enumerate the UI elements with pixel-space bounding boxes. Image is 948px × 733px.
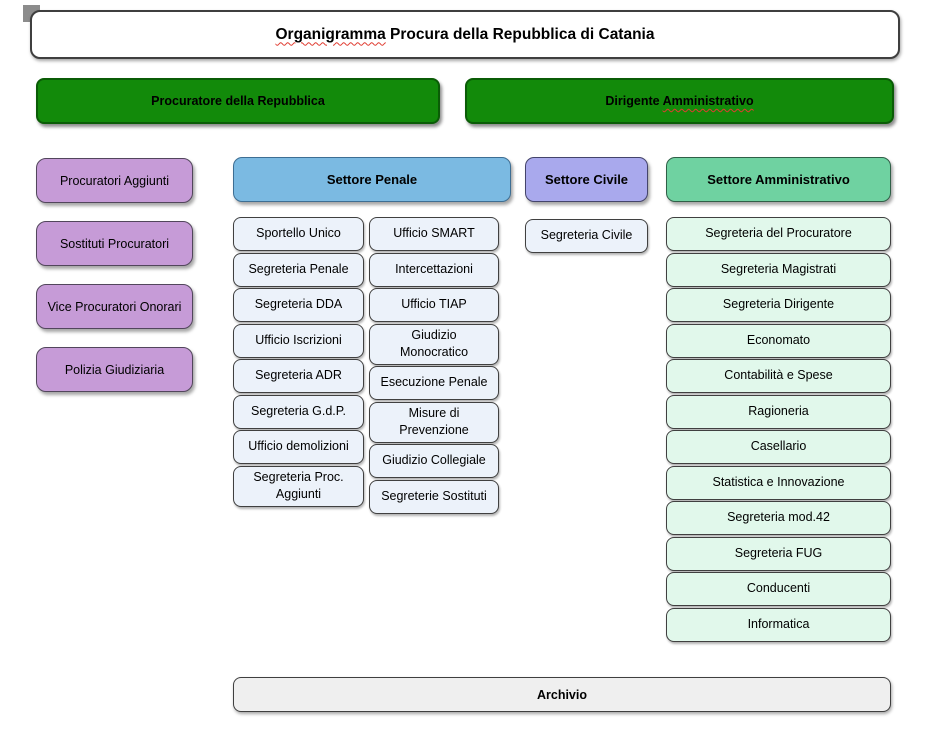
node-label: Casellario	[750, 439, 807, 454]
node-label: Segreteria DDA	[254, 297, 343, 312]
node-label: Archivio	[536, 687, 587, 702]
left-column-node: Procuratori Aggiunti	[36, 158, 193, 203]
node-label: Esecuzione Penale	[380, 375, 488, 390]
node-label: Sportello Unico	[256, 226, 341, 241]
node-label: Segreteria Dirigente	[722, 297, 835, 312]
node-label: Procuratore della Repubblica	[151, 94, 325, 108]
settore-amministrativo-node: Casellario	[666, 430, 891, 464]
settore-penale-node: Misure di Prevenzione	[369, 401, 499, 443]
settore-penale-column-left: Sportello Unico Segreteria Penale Segret…	[233, 217, 364, 507]
settore-civile-node: Segreteria Civile	[525, 219, 648, 253]
node-label: Ufficio TIAP	[401, 297, 467, 312]
node-label: Segreteria FUG	[734, 545, 823, 560]
chart-title-marked-word: Organigramma	[275, 25, 386, 43]
settore-amministrativo-column: Segreteria del Procuratore Segreteria Ma…	[666, 217, 891, 642]
settore-amministrativo-node: Conducenti	[666, 572, 891, 606]
settore-amministrativo-node: Segreteria Magistrati	[666, 252, 891, 287]
node-dirigente-amministrativo: Dirigente Amministrativo	[465, 78, 894, 124]
settore-penale-node: Ufficio demolizioni	[233, 430, 364, 464]
node-label: Conducenti	[746, 581, 811, 596]
settore-penale-node: Giudizio Monocratico	[369, 323, 499, 365]
settore-amministrativo-node: Segreteria Dirigente	[666, 288, 891, 322]
node-label: Segreteria Proc. Aggiunti	[253, 469, 344, 502]
node-procuratore-della-repubblica: Procuratore della Repubblica	[36, 78, 440, 124]
settore-penale-node: Intercettazioni	[369, 252, 499, 287]
node-label: Segreterie Sostituti	[381, 488, 487, 503]
node-label: Segreteria del Procuratore	[705, 226, 852, 241]
settore-penale-node: Ufficio Iscrizioni	[233, 323, 364, 358]
settore-penale-column-right: Ufficio SMART Intercettazioni Ufficio TI…	[369, 217, 499, 514]
node-label: Sostituti Procuratori	[59, 236, 170, 251]
node-label: Polizia Giudiziaria	[64, 362, 165, 377]
settore-penale-node: Segreteria ADR	[233, 359, 364, 393]
node-label: Segreteria G.d.P.	[251, 403, 346, 418]
node-label: Segreteria Penale	[248, 261, 349, 276]
node-label: Segreteria Civile	[540, 228, 633, 243]
node-archivio: Archivio	[233, 677, 891, 712]
chart-title-box: Organigramma Procura della Repubblica di…	[30, 10, 900, 59]
left-column: Procuratori Aggiunti Sostituti Procurato…	[36, 158, 193, 392]
node-label: Dirigente Amministrativo	[605, 94, 753, 108]
settore-penale-node: Segreteria G.d.P.	[233, 394, 364, 429]
settore-penale-node: Sportello Unico	[233, 217, 364, 251]
settore-amministrativo-header: Settore Amministrativo	[666, 157, 891, 202]
settore-penale-node: Segreteria Proc. Aggiunti	[233, 465, 364, 507]
node-label-prefix: Dirigente	[605, 94, 663, 108]
settore-amministrativo-node: Informatica	[666, 607, 891, 642]
node-label: Ufficio Iscrizioni	[255, 332, 342, 347]
node-label: Vice Procuratori Onorari	[47, 299, 182, 314]
node-label: Economato	[746, 332, 811, 347]
settore-amministrativo-node: Statistica e Innovazione	[666, 465, 891, 500]
left-column-node: Polizia Giudiziaria	[36, 347, 193, 392]
settore-civile-header: Settore Civile	[525, 157, 648, 202]
settore-amministrativo-node: Segreteria del Procuratore	[666, 217, 891, 251]
node-label-marked-word: Amministrativo	[662, 94, 754, 108]
chart-title-rest: Procura della Repubblica di Catania	[385, 25, 655, 43]
node-label: Ufficio SMART	[393, 226, 475, 241]
settore-penale-node: Esecuzione Penale	[369, 366, 499, 400]
node-label: Statistica e Innovazione	[712, 474, 845, 489]
node-label: Informatica	[747, 616, 810, 631]
header-label: Settore Penale	[326, 172, 418, 187]
settore-penale-node: Ufficio SMART	[369, 217, 499, 251]
header-label: Settore Civile	[544, 172, 629, 187]
node-label: Misure di Prevenzione	[399, 405, 469, 438]
settore-penale-node: Segreterie Sostituti	[369, 479, 499, 514]
node-label: Contabilità e Spese	[724, 368, 833, 383]
settore-amministrativo-node: Economato	[666, 323, 891, 358]
node-label: Segreteria Magistrati	[720, 261, 837, 276]
node-label: Procuratori Aggiunti	[59, 173, 170, 188]
node-label: Ufficio demolizioni	[248, 439, 349, 454]
settore-penale-header: Settore Penale	[233, 157, 511, 202]
node-label: Giudizio Collegiale	[382, 453, 486, 468]
left-column-node: Sostituti Procuratori	[36, 221, 193, 266]
settore-penale-node: Segreteria DDA	[233, 288, 364, 322]
node-label: Giudizio Monocratico	[399, 327, 469, 360]
settore-amministrativo-node: Segreteria FUG	[666, 536, 891, 571]
node-label: Ragioneria	[748, 403, 809, 418]
node-label: Intercettazioni	[395, 261, 473, 276]
settore-amministrativo-node: Segreteria mod.42	[666, 501, 891, 535]
node-label: Segreteria ADR	[255, 368, 342, 383]
settore-amministrativo-node: Ragioneria	[666, 394, 891, 429]
settore-penale-node: Giudizio Collegiale	[369, 444, 499, 478]
left-column-node: Vice Procuratori Onorari	[36, 284, 193, 329]
settore-civile-column: Segreteria Civile	[525, 219, 648, 253]
header-label: Settore Amministrativo	[707, 172, 850, 187]
settore-amministrativo-node: Contabilità e Spese	[666, 359, 891, 393]
node-label: Segreteria mod.42	[727, 510, 830, 525]
settore-penale-node: Ufficio TIAP	[369, 288, 499, 322]
chart-title-text: Organigramma Procura della Repubblica di…	[275, 26, 654, 44]
settore-penale-node: Segreteria Penale	[233, 252, 364, 287]
